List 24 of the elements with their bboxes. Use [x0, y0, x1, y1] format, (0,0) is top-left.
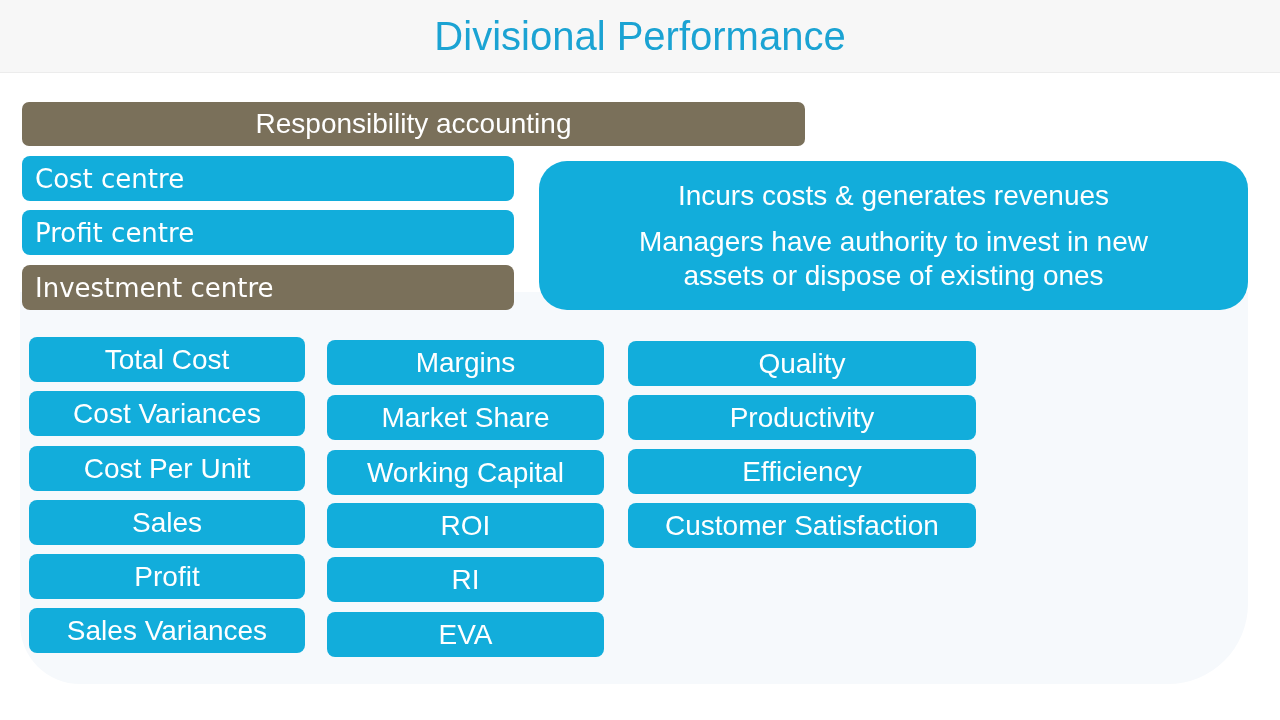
measure-box: Total Cost [29, 337, 305, 382]
measure-box: Cost Per Unit [29, 446, 305, 491]
measure-box: Customer Satisfaction [628, 503, 976, 548]
measure-box: Profit [29, 554, 305, 599]
centre-type-box: Investment centre [22, 265, 514, 310]
heading-bar: Responsibility accounting [22, 102, 805, 146]
measure-box: Sales [29, 500, 305, 545]
measure-box: Sales Variances [29, 608, 305, 653]
slide-title: Divisional Performance [434, 13, 846, 60]
measure-box: Working Capital [327, 450, 604, 495]
measure-box: Efficiency [628, 449, 976, 494]
measure-box: RI [327, 557, 604, 602]
measure-box: Margins [327, 340, 604, 385]
measure-box: Quality [628, 341, 976, 386]
measure-box: Productivity [628, 395, 976, 440]
description-text: Managers have authority to invest in new assets or dispose of existing ones [638, 224, 1149, 293]
centre-type-box: Profit centre [22, 210, 514, 255]
description-text: Incurs costs & generates revenues [676, 178, 1111, 213]
centre-type-box: Cost centre [22, 156, 514, 201]
measure-box: ROI [327, 503, 604, 548]
measure-box: EVA [327, 612, 604, 657]
measure-box: Market Share [327, 395, 604, 440]
measure-box: Cost Variances [29, 391, 305, 436]
description-box [539, 161, 1248, 310]
